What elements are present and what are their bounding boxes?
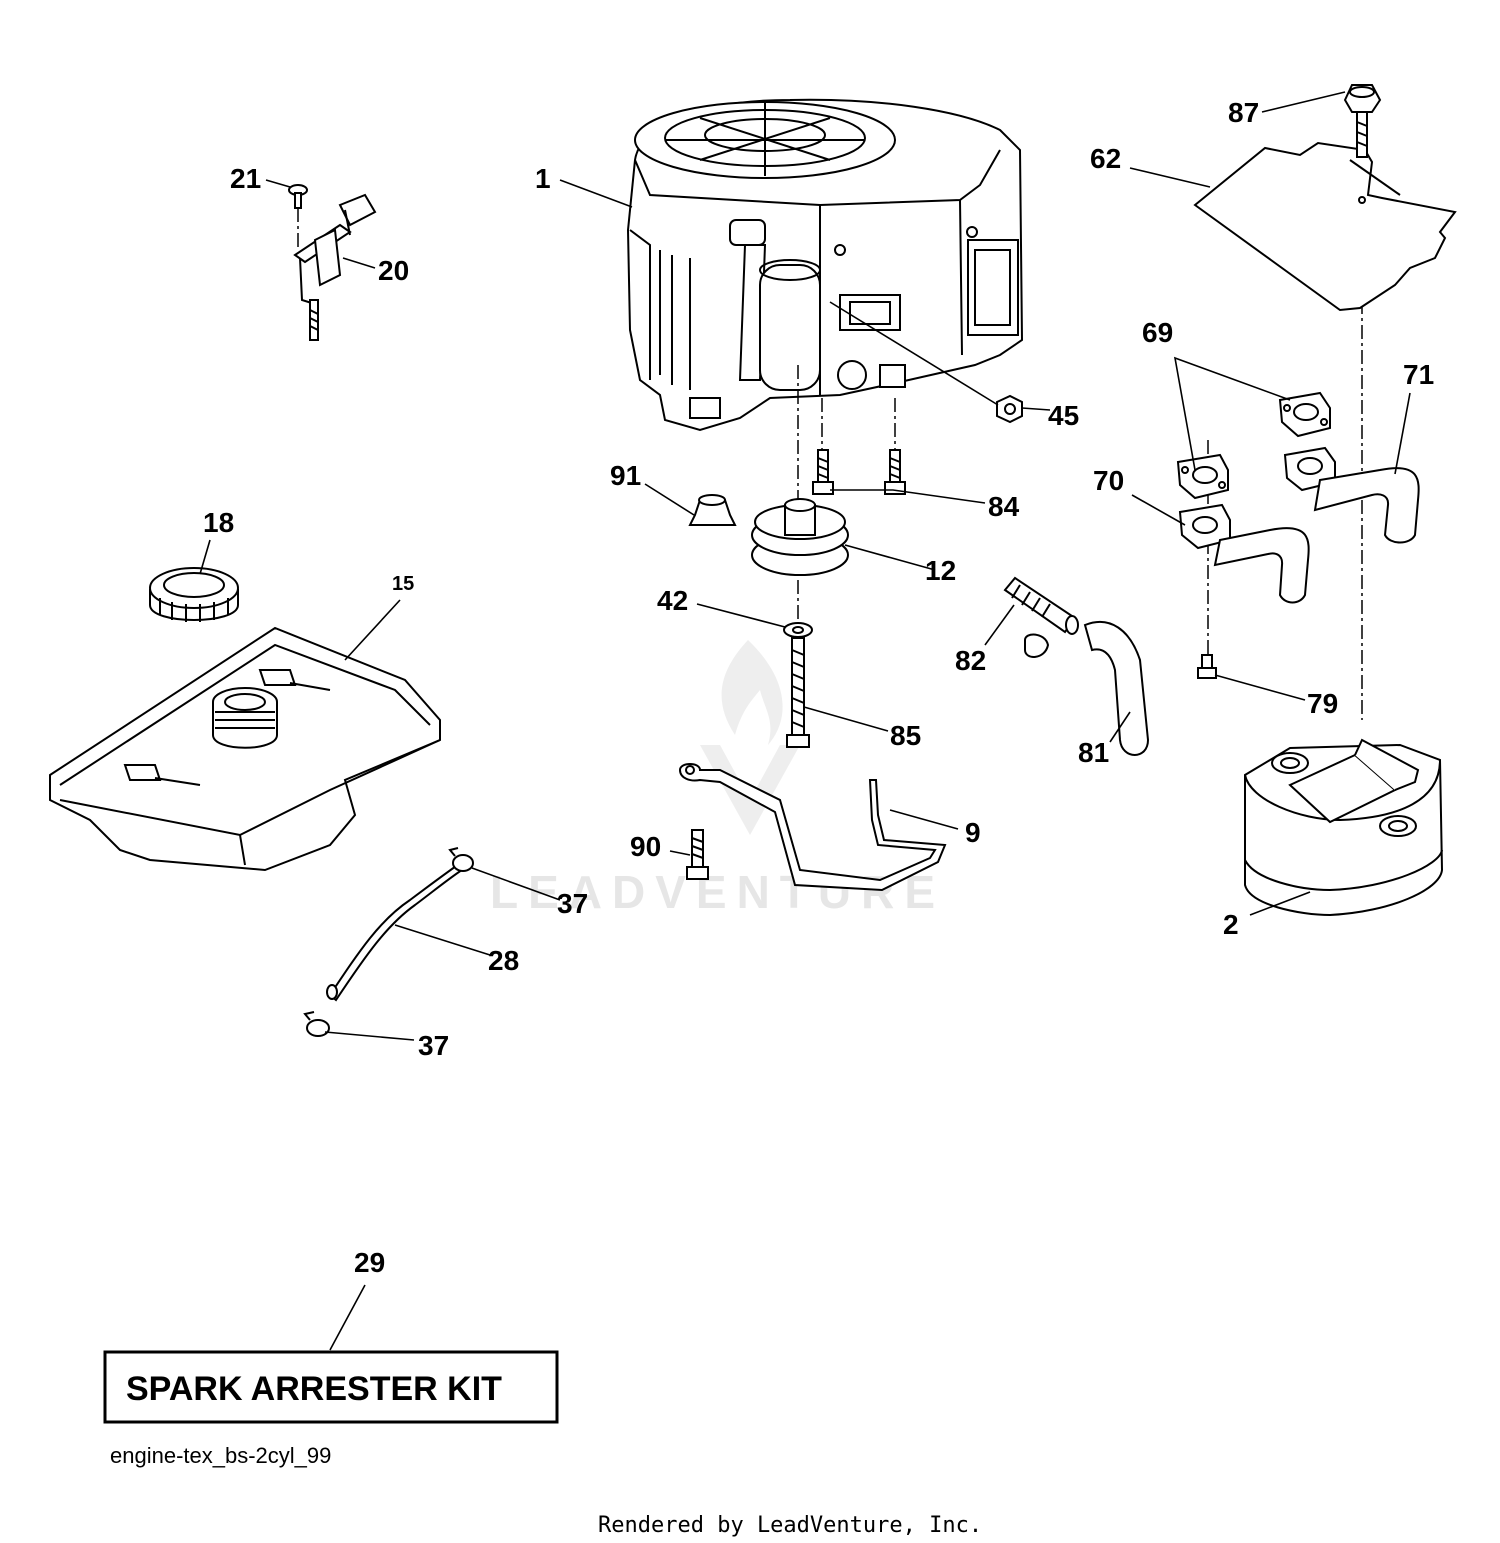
label-62: 62 bbox=[1090, 143, 1121, 174]
label-21: 21 bbox=[230, 163, 261, 194]
watermark: LEADVENTURE bbox=[490, 640, 945, 918]
gasket-69-left bbox=[1176, 453, 1229, 500]
footer-credit: Rendered by LeadVenture, Inc. bbox=[598, 1513, 982, 1538]
label-84: 84 bbox=[988, 491, 1020, 522]
label-2: 2 bbox=[1223, 909, 1239, 940]
knob-87 bbox=[1343, 84, 1382, 158]
label-81: 81 bbox=[1078, 737, 1109, 768]
watermark-text: LEADVENTURE bbox=[490, 866, 945, 918]
fuel-cap-18 bbox=[149, 567, 239, 622]
label-85: 85 bbox=[890, 720, 921, 751]
label-69: 69 bbox=[1142, 317, 1173, 348]
label-91: 91 bbox=[610, 460, 641, 491]
exhaust-pipe-71 bbox=[1283, 446, 1420, 544]
label-37-upper: 37 bbox=[557, 888, 588, 919]
screw-21 bbox=[288, 184, 308, 250]
label-45: 45 bbox=[1048, 400, 1079, 431]
label-15: 15 bbox=[392, 573, 414, 595]
fuel-tank-15 bbox=[49, 626, 441, 872]
throttle-control-20 bbox=[293, 193, 377, 341]
hose-clamp-37-upper bbox=[448, 847, 474, 872]
label-82: 82 bbox=[955, 645, 986, 676]
heat-shield-62 bbox=[1193, 141, 1457, 312]
label-87: 87 bbox=[1228, 97, 1259, 128]
label-42: 42 bbox=[657, 585, 688, 616]
fuel-valve-82 bbox=[1003, 576, 1079, 658]
bolt-90 bbox=[686, 829, 709, 880]
spark-arrester-kit-box: SPARK ARRESTER KIT bbox=[103, 1350, 559, 1424]
label-9: 9 bbox=[965, 817, 981, 848]
bushing-91 bbox=[688, 494, 737, 526]
label-70: 70 bbox=[1093, 465, 1124, 496]
pulley-12 bbox=[751, 498, 849, 576]
fuel-line-28 bbox=[326, 860, 467, 1002]
muffler-2 bbox=[1244, 738, 1444, 917]
engine-drawing bbox=[626, 98, 1024, 432]
leader-lines bbox=[199, 91, 1411, 1351]
label-18: 18 bbox=[203, 507, 234, 538]
label-29: 29 bbox=[354, 1247, 385, 1278]
label-20: 20 bbox=[378, 255, 409, 286]
diagram-code: engine-tex_bs-2cyl_99 bbox=[110, 1443, 331, 1468]
part-labels: 1 21 20 45 91 84 18 15 12 42 85 9 90 37 … bbox=[203, 97, 1434, 1278]
fuel-hose-81 bbox=[1083, 620, 1150, 756]
label-79: 79 bbox=[1307, 688, 1338, 719]
bolts-84 bbox=[812, 449, 906, 495]
washer-42 bbox=[783, 622, 813, 638]
gasket-69-right bbox=[1278, 391, 1331, 438]
bolt-85 bbox=[786, 637, 810, 748]
label-12: 12 bbox=[925, 555, 956, 586]
hose-clamp-37-lower bbox=[303, 1011, 330, 1037]
label-37-lower: 37 bbox=[418, 1030, 449, 1061]
exhaust-pipe-70 bbox=[1178, 503, 1310, 604]
screw-79 bbox=[1197, 654, 1217, 679]
bracket-9 bbox=[678, 763, 947, 892]
label-90: 90 bbox=[630, 831, 661, 862]
label-28: 28 bbox=[488, 945, 519, 976]
label-71: 71 bbox=[1403, 359, 1434, 390]
spark-arrester-kit-label: SPARK ARRESTER KIT bbox=[126, 1370, 502, 1408]
nut-45 bbox=[996, 394, 1023, 424]
label-1: 1 bbox=[535, 163, 551, 194]
